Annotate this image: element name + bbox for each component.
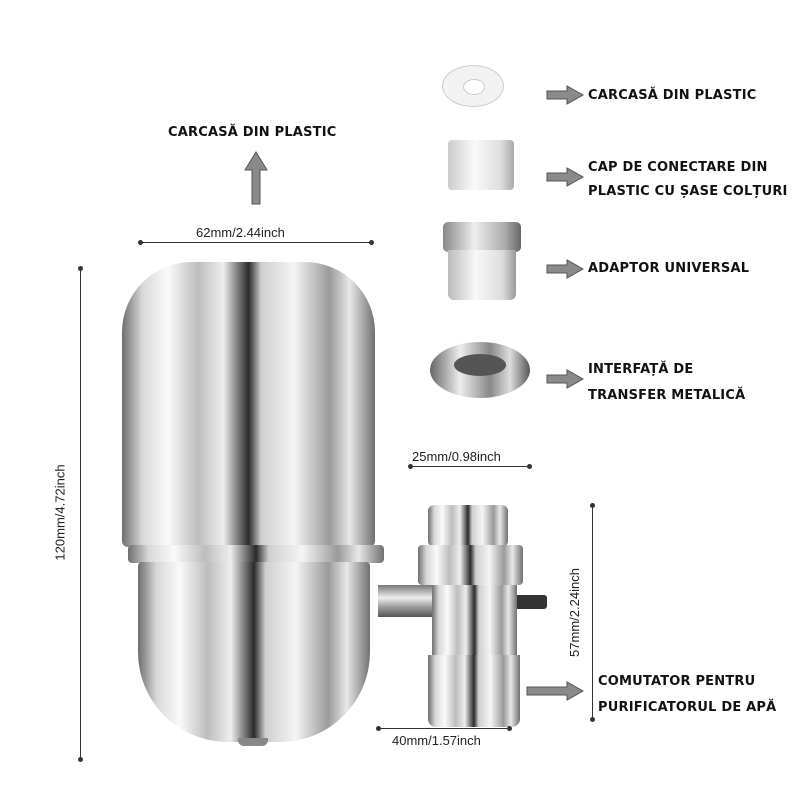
valve-thread-top — [428, 505, 508, 547]
valve-body — [432, 585, 517, 655]
metal-interface-part — [430, 342, 530, 398]
dimension-line-switch-width — [376, 726, 512, 731]
label-hex-cap-2: plastic cu șase colțuri — [588, 184, 788, 199]
filter-lower-bowl — [138, 562, 370, 742]
label-metal-interface-2: transfer metalică — [588, 388, 746, 403]
label-washer: Carcasă din plastic — [588, 88, 757, 103]
adapter-clamp — [443, 222, 521, 252]
valve-outlet — [428, 655, 520, 727]
label-adapter: Adaptor universal — [588, 261, 750, 276]
connector-pipe — [378, 585, 438, 617]
dimension-line-switch-height — [590, 503, 595, 722]
dimension-interface: 25mm/0.98inch — [412, 449, 501, 464]
dimension-line-interface — [408, 464, 532, 469]
washer-part — [442, 65, 504, 107]
dimension-line-width — [138, 240, 374, 245]
arrow-up-icon — [244, 151, 268, 205]
dimension-line-height — [78, 266, 83, 762]
dimension-width: 62mm/2.44inch — [196, 225, 285, 240]
hex-cap-part — [448, 140, 514, 190]
arrow-right-icon — [546, 167, 585, 187]
filter-outlet — [238, 738, 268, 746]
arrow-right-icon — [546, 85, 585, 105]
valve-nut — [418, 545, 523, 585]
arrow-right-icon — [526, 681, 585, 701]
dimension-switch-height: 57mm/2.24inch — [566, 568, 582, 657]
switch-lever — [515, 595, 547, 609]
label-hex-cap-1: Cap de conectare din — [588, 160, 768, 175]
filter-band — [128, 545, 384, 563]
dimension-height: 120mm/4.72inch — [52, 464, 68, 561]
dimension-switch-width: 40mm/1.57inch — [392, 733, 481, 748]
filter-upper-body — [122, 262, 375, 547]
label-top-housing: Carcasă din plastic — [168, 125, 337, 140]
label-metal-interface-1: Interfață de — [588, 362, 694, 377]
adapter-part — [448, 250, 516, 300]
label-switch-2: purificatorul de apă — [598, 700, 777, 715]
arrow-right-icon — [546, 369, 585, 389]
arrow-right-icon — [546, 259, 585, 279]
label-switch-1: Comutator pentru — [598, 674, 756, 689]
